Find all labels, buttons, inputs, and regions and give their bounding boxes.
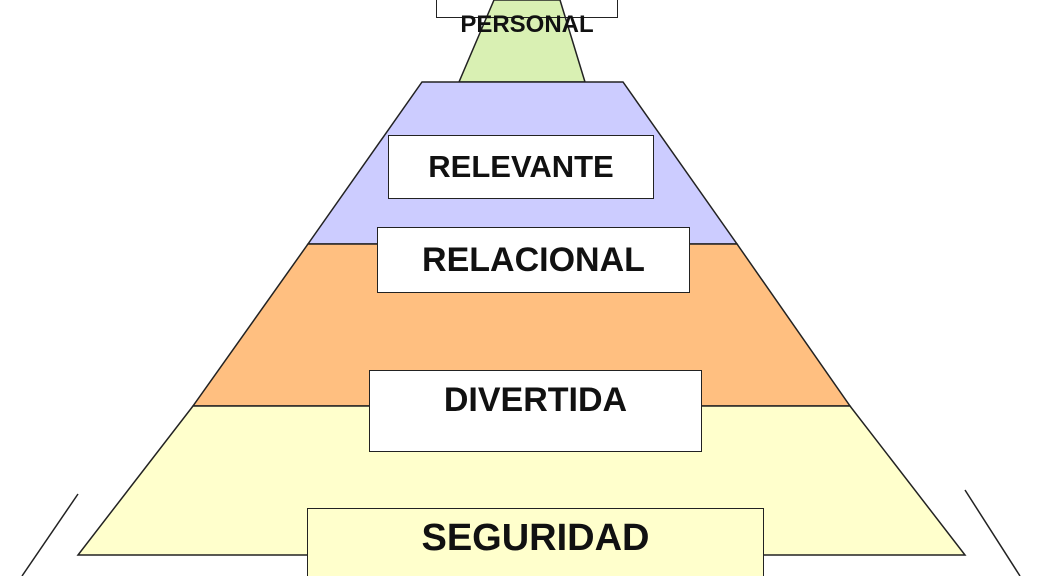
personal-label-box	[436, 0, 618, 18]
right-side-line	[964, 489, 1021, 576]
left-side-line	[21, 493, 79, 576]
personal-label: PERSONAL	[460, 11, 594, 38]
relacional-label: RELACIONAL	[377, 227, 690, 293]
relevante-label: RELEVANTE	[388, 135, 654, 199]
divertida-label: DIVERTIDA	[369, 370, 702, 452]
seguridad-label: SEGURIDAD	[307, 508, 764, 576]
